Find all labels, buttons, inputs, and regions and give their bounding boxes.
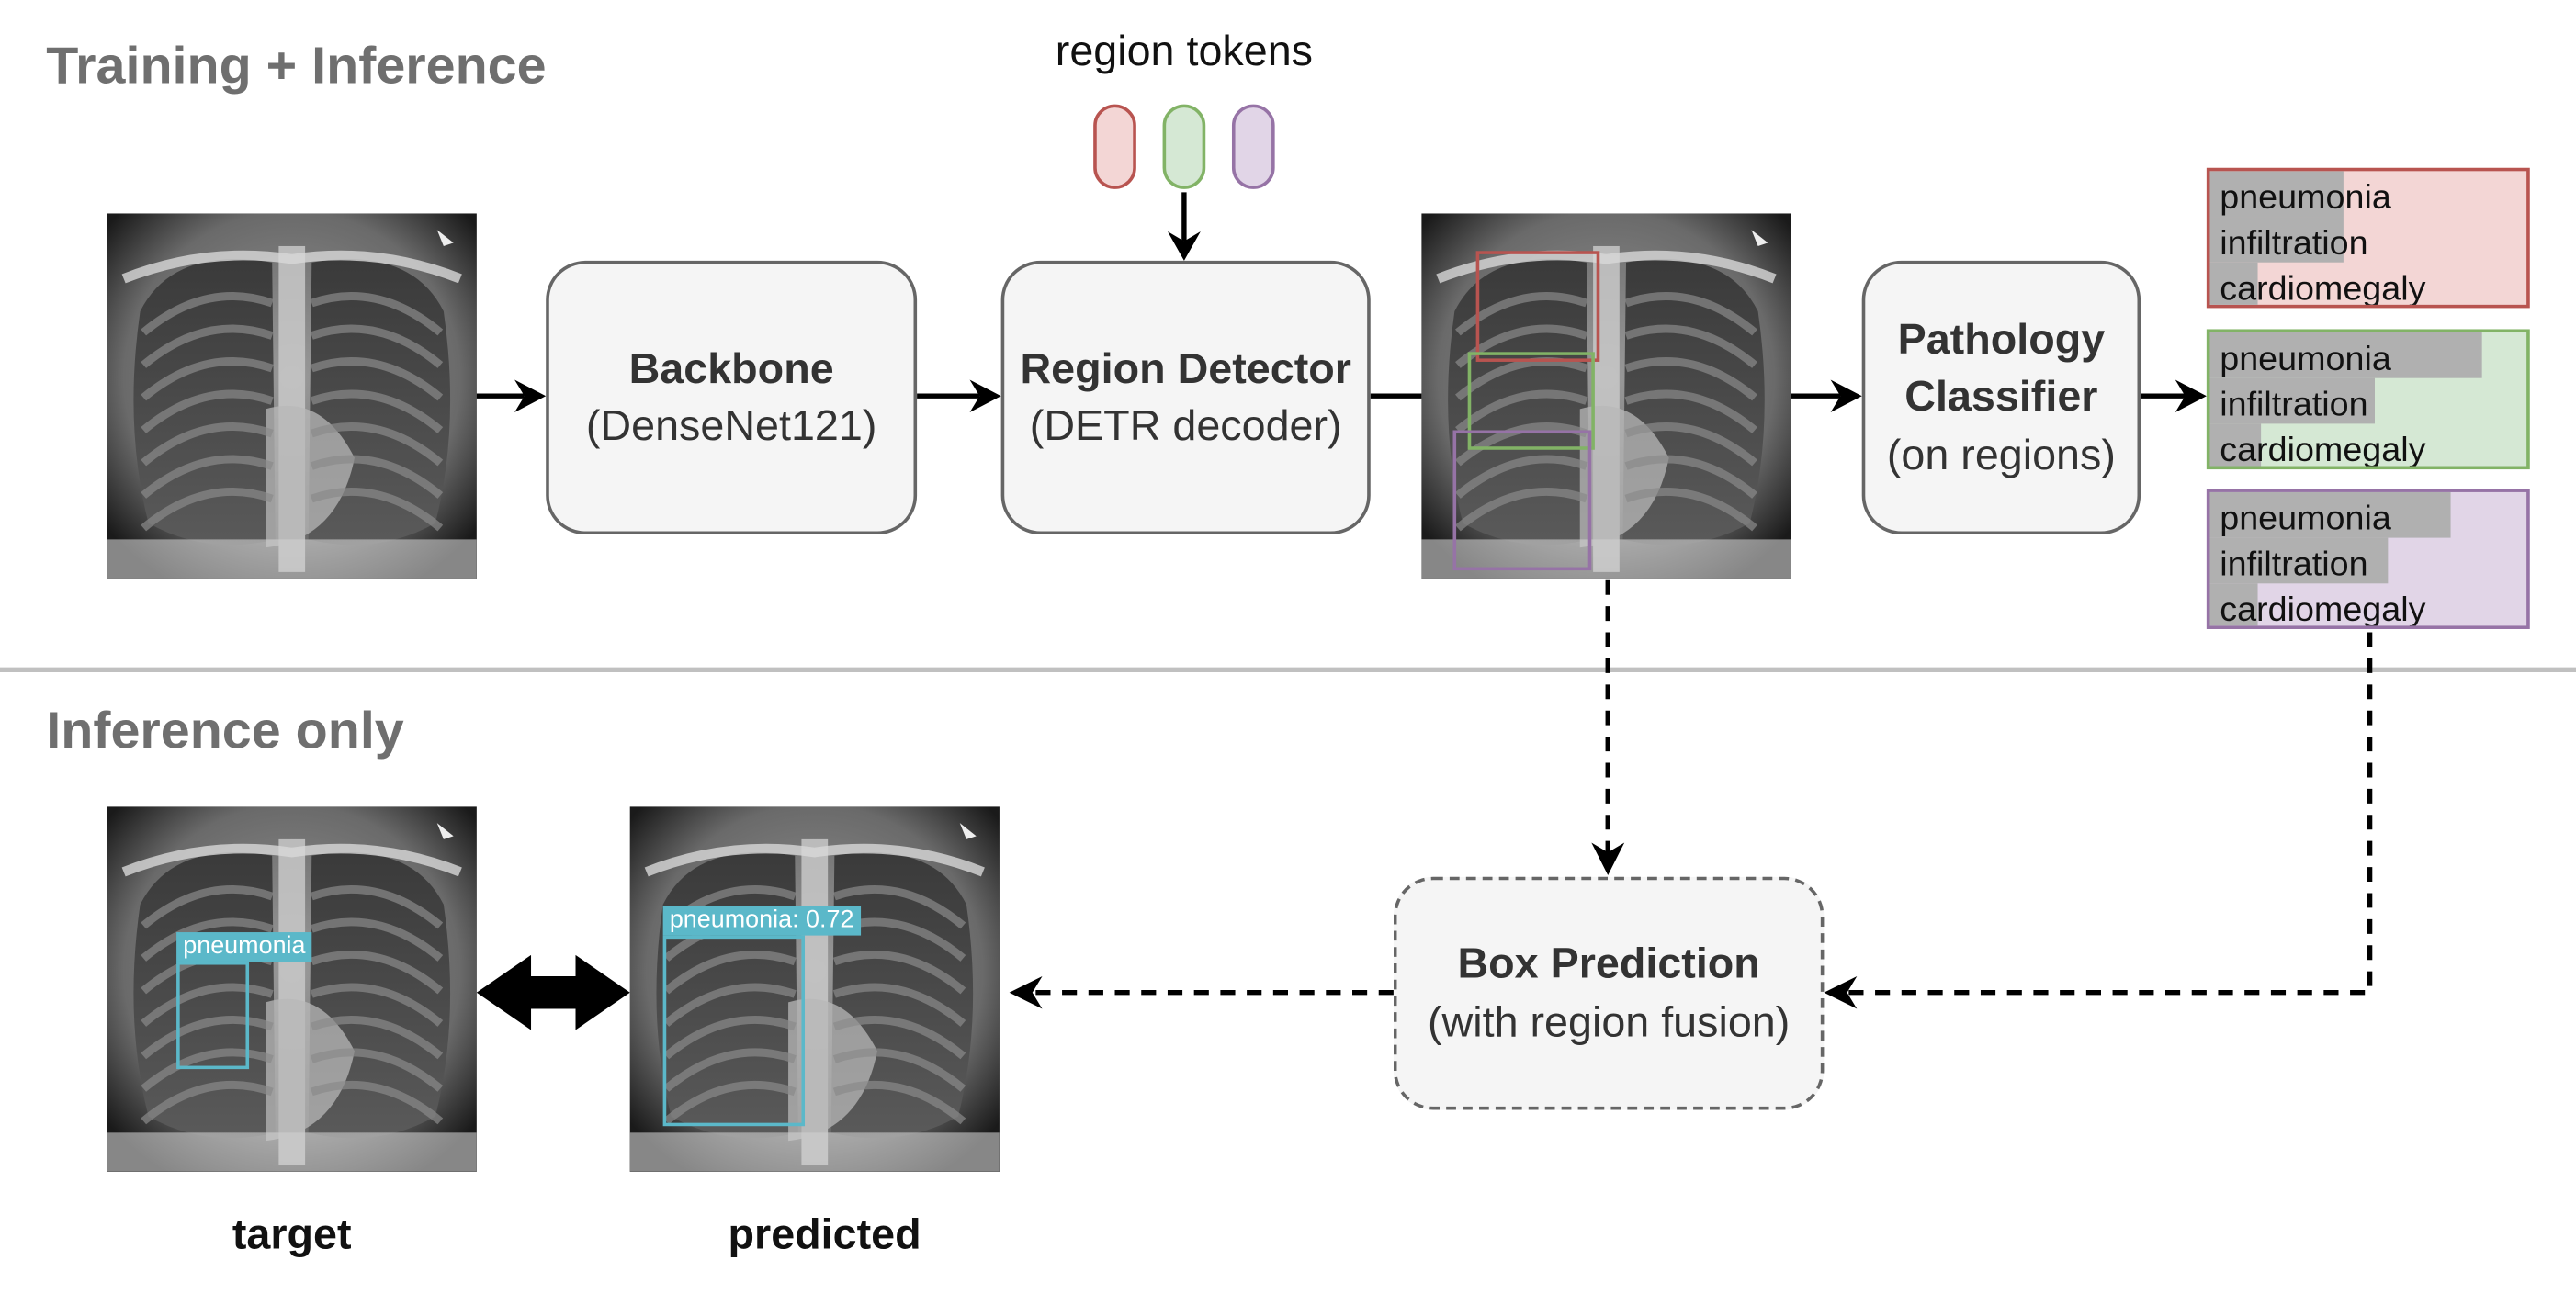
detected-region-box-green bbox=[1467, 352, 1595, 450]
score-label: cardiomegaly bbox=[2220, 270, 2426, 309]
backbone-title: Backbone bbox=[628, 343, 834, 393]
region-tokens-label: region tokens bbox=[1055, 26, 1314, 75]
region-token-green bbox=[1162, 104, 1206, 189]
section-title-training-inference: Training + Inference bbox=[46, 36, 547, 95]
score-bar bbox=[2209, 537, 2388, 584]
input-xray-image bbox=[107, 213, 477, 579]
section-title-inference-only: Inference only bbox=[46, 701, 404, 760]
box-prediction-block: Box Prediction (with region fusion) bbox=[1393, 876, 1825, 1110]
target-bounding-box bbox=[176, 961, 250, 1070]
score-bar bbox=[2209, 217, 2344, 263]
score-label: pneumonia bbox=[2220, 340, 2391, 378]
score-label: infiltration bbox=[2220, 386, 2368, 424]
target-box-label: pneumonia bbox=[176, 932, 312, 962]
arrowhead bbox=[969, 379, 1001, 412]
score-label: cardiomegaly bbox=[2220, 591, 2426, 629]
xray-illustration bbox=[107, 806, 477, 1172]
box-prediction-title: Box Prediction bbox=[1457, 939, 1760, 989]
score-bar bbox=[2209, 262, 2258, 305]
arrowhead bbox=[1009, 975, 1043, 1009]
detected-region-box-red bbox=[1475, 251, 1600, 362]
score-bar bbox=[2209, 377, 2375, 424]
predicted-box-label: pneumonia: 0.72 bbox=[662, 906, 861, 936]
pathology-classifier-subtitle: (on regions) bbox=[1886, 429, 2116, 478]
pathology-classifier-title-1: Pathology bbox=[1897, 315, 2106, 365]
arrowhead bbox=[1824, 975, 1858, 1009]
score-bar bbox=[2209, 423, 2261, 467]
score-label: pneumonia bbox=[2220, 500, 2391, 538]
arrowhead bbox=[2175, 379, 2207, 412]
xray-illustration bbox=[1421, 213, 1791, 579]
arrowhead bbox=[1167, 231, 1201, 261]
pathology-card-red: pneumonia infiltration cardiomegaly bbox=[2206, 167, 2530, 309]
score-label: infiltration bbox=[2220, 546, 2368, 584]
xray-illustration bbox=[107, 213, 477, 579]
caption-target: target bbox=[232, 1209, 352, 1258]
backbone-block: Backbone (DenseNet121) bbox=[546, 260, 918, 535]
predicted-xray-image: pneumonia: 0.72 bbox=[629, 806, 1000, 1172]
region-detector-subtitle: (DETR decoder) bbox=[1029, 400, 1342, 450]
arrowhead bbox=[514, 379, 547, 412]
box-prediction-subtitle: (with region fusion) bbox=[1427, 996, 1791, 1046]
region-token-red bbox=[1093, 104, 1136, 189]
pathology-card-purple: pneumonia infiltration cardiomegaly bbox=[2206, 489, 2530, 629]
region-detector-block: Region Detector (DETR decoder) bbox=[1000, 260, 1371, 535]
score-bar bbox=[2209, 491, 2451, 538]
arrowhead bbox=[1830, 379, 1862, 412]
xray-illustration bbox=[629, 806, 1000, 1172]
caption-predicted: predicted bbox=[728, 1209, 921, 1258]
score-label: pneumonia bbox=[2220, 179, 2391, 218]
dashed-cards-to-box-prediction bbox=[1843, 632, 2373, 996]
target-xray-image: pneumonia bbox=[107, 806, 477, 1172]
region-detector-title: Region Detector bbox=[1020, 343, 1351, 393]
pathology-card-green: pneumonia infiltration cardiomegaly bbox=[2206, 329, 2530, 470]
score-label: infiltration bbox=[2220, 224, 2368, 263]
double-arrow-target-predicted bbox=[476, 954, 630, 1030]
score-bar bbox=[2209, 583, 2258, 626]
pathology-classifier-block: Pathology Classifier (on regions) bbox=[1861, 260, 2141, 535]
score-bar bbox=[2209, 332, 2482, 378]
detected-region-box-purple bbox=[1452, 430, 1592, 571]
arrowhead bbox=[1591, 842, 1625, 875]
region-detection-xray-image bbox=[1421, 213, 1791, 579]
score-bar bbox=[2209, 171, 2344, 218]
score-label: cardiomegaly bbox=[2220, 432, 2426, 470]
backbone-subtitle: (DenseNet121) bbox=[585, 400, 877, 450]
predicted-bounding-box bbox=[662, 935, 806, 1127]
region-token-purple bbox=[1231, 104, 1275, 189]
pathology-classifier-title-2: Classifier bbox=[1904, 372, 2098, 422]
